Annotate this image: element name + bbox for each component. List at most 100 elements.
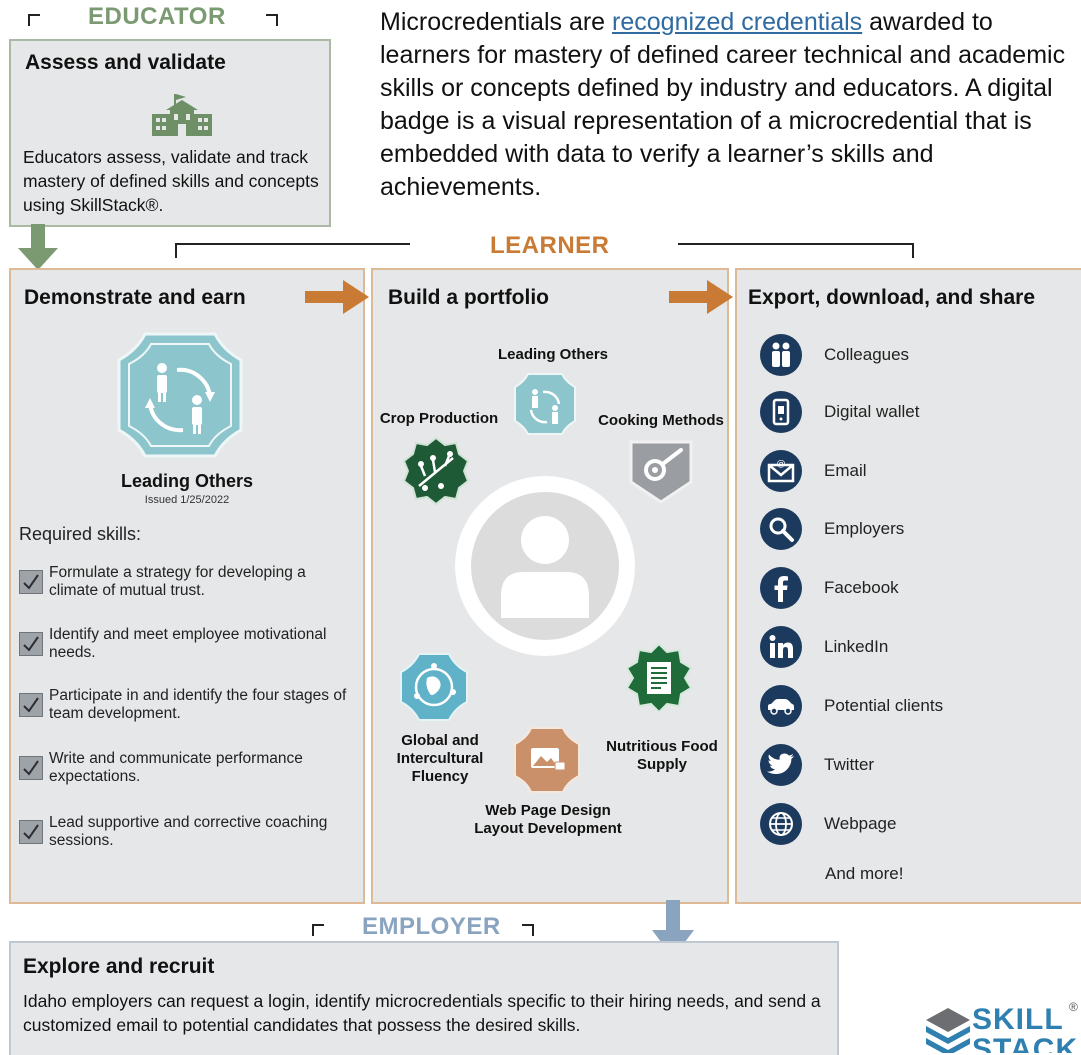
share-item-label: LinkedIn — [824, 637, 889, 656]
share-item-label: Webpage — [824, 814, 897, 833]
linkedin-icon — [760, 626, 802, 668]
svg-text:@: @ — [777, 459, 786, 469]
digital-wallet-icon — [760, 391, 802, 433]
share-item: Digital wallet — [760, 391, 919, 433]
portfolio-badge-label: Cooking Methods — [598, 412, 724, 429]
car-icon — [760, 685, 802, 727]
email-icon: @ — [760, 450, 802, 492]
educator-bracket-right — [266, 14, 278, 26]
skill-item: Formulate a strategy for developing a cl… — [19, 564, 349, 600]
share-and-more: And more! — [825, 864, 904, 883]
magnifier-icon — [760, 508, 802, 550]
share-item: Potential clients — [760, 685, 943, 727]
share-title: Export, download, and share — [748, 286, 1036, 309]
twitter-icon — [760, 744, 802, 786]
demonstrate-box: Demonstrate and earn Leading Others Issu… — [9, 268, 365, 904]
colleagues-icon — [760, 334, 802, 376]
educator-section-label: EDUCATOR — [88, 3, 226, 30]
skillstack-logo: SKILL STACK ® — [924, 1000, 1081, 1053]
learner-avatar-icon — [455, 476, 635, 656]
learner-bracket-left — [175, 243, 410, 258]
skillstack-logo-mark — [926, 1008, 970, 1053]
portfolio-box: Build a portfolio Leading Others Crop Pr… — [371, 268, 729, 904]
intro-paragraph: Microcredentials are recognized credenti… — [380, 6, 1070, 204]
portfolio-title: Build a portfolio — [388, 286, 549, 309]
facebook-icon — [760, 567, 802, 609]
globe-icon — [760, 803, 802, 845]
skill-checkbox — [19, 820, 43, 844]
learner-section-label: LEARNER — [490, 232, 610, 259]
learner-bracket-right — [678, 243, 914, 258]
educator-down-arrow — [18, 224, 58, 270]
recognized-credentials-link[interactable]: recognized credentials — [612, 8, 863, 36]
employer-box: Explore and recruit Idaho employers can … — [9, 941, 839, 1055]
skill-text: Lead supportive and corrective coaching … — [49, 814, 328, 849]
skill-item: Participate in and identify the four sta… — [19, 687, 349, 723]
skill-text: Formulate a strategy for developing a cl… — [49, 564, 306, 599]
employer-bracket-left — [312, 924, 324, 936]
required-skills-label: Required skills: — [19, 524, 142, 544]
badge-label-line: Layout Development — [474, 820, 622, 837]
arrow-right-icon — [305, 280, 369, 314]
share-item-label: Colleagues — [824, 345, 910, 364]
skill-item: Lead supportive and corrective coaching … — [19, 814, 349, 850]
skill-item: Write and communicate performance expect… — [19, 750, 349, 786]
educator-box: Assess and validate Educators assess, va… — [9, 39, 331, 227]
school-building-icon — [152, 94, 212, 136]
employer-bracket-right — [522, 924, 534, 936]
portfolio-badge-label: Leading Others — [497, 346, 609, 363]
share-item: Twitter — [760, 744, 874, 786]
skillstack-logo-text-bottom: STACK — [972, 1033, 1079, 1054]
employer-title: Explore and recruit — [23, 955, 215, 978]
share-item-label: Twitter — [824, 755, 875, 774]
educator-description: Educators assess, validate and track mas… — [23, 147, 319, 215]
skillstack-registered-mark: ® — [1069, 1000, 1078, 1014]
demonstrate-title: Demonstrate and earn — [24, 286, 246, 309]
portfolio-badge-label: Global and Intercultural Fluency — [375, 732, 505, 786]
badge-label-line: Web Page Design — [485, 802, 611, 819]
share-item-label: Email — [824, 461, 867, 480]
leading-others-badge-icon — [117, 332, 243, 458]
web-design-badge-icon — [514, 727, 580, 793]
share-item-label: Digital wallet — [824, 402, 920, 421]
share-item: Facebook — [760, 567, 899, 609]
badge-label-line: Supply — [636, 756, 687, 773]
demonstrate-badge-name: Leading Others — [120, 471, 254, 491]
badge-label-line: Nutritious Food — [606, 738, 718, 755]
skill-checkbox — [19, 570, 43, 594]
intro-text-end: awarded to learners for mastery of defin… — [380, 8, 1066, 201]
skill-checkbox — [19, 632, 43, 656]
badge-label-line: Global and — [401, 732, 479, 749]
share-item: Employers — [760, 508, 904, 550]
leading-others-badge-icon — [514, 373, 576, 435]
share-item-label: Potential clients — [824, 696, 944, 715]
share-item: @ Email — [760, 450, 867, 492]
skill-checkbox — [19, 693, 43, 717]
educator-title: Assess and validate — [25, 51, 226, 74]
share-item-label: Facebook — [824, 578, 899, 597]
share-item: LinkedIn — [760, 626, 888, 668]
crop-production-badge-icon — [402, 436, 470, 506]
global-fluency-badge-icon — [400, 653, 468, 721]
share-item: Colleagues — [760, 334, 909, 376]
portfolio-badge-label: Crop Production — [379, 410, 499, 427]
employer-section-label: EMPLOYER — [362, 913, 501, 940]
skill-text: Write and communicate performance expect… — [49, 750, 303, 785]
skillstack-logo-text-top: SKILL — [972, 1003, 1064, 1036]
arrow-right-icon — [669, 280, 733, 314]
share-item: Webpage — [760, 803, 896, 845]
nutritious-food-badge-icon — [625, 642, 693, 714]
demonstrate-issued-date: Issued 1/25/2022 — [144, 494, 230, 506]
portfolio-badge-label: Web Page Design Layout Development — [463, 802, 633, 838]
portfolio-badge-label: Nutritious Food Supply — [597, 738, 727, 774]
employer-description: Idaho employers can request a login, ide… — [23, 991, 821, 1035]
intro-text-start: Microcredentials are — [380, 8, 613, 36]
badge-label-line: Intercultural — [396, 750, 484, 767]
cooking-methods-badge-icon — [629, 440, 693, 504]
badge-label-line: Fluency — [411, 768, 469, 785]
educator-bracket-left — [28, 14, 40, 26]
skill-text: Participate in and identify the four sta… — [49, 687, 347, 722]
skill-item: Identify and meet employee motivational … — [19, 626, 349, 662]
share-item-label: Employers — [824, 519, 905, 538]
skill-checkbox — [19, 756, 43, 780]
